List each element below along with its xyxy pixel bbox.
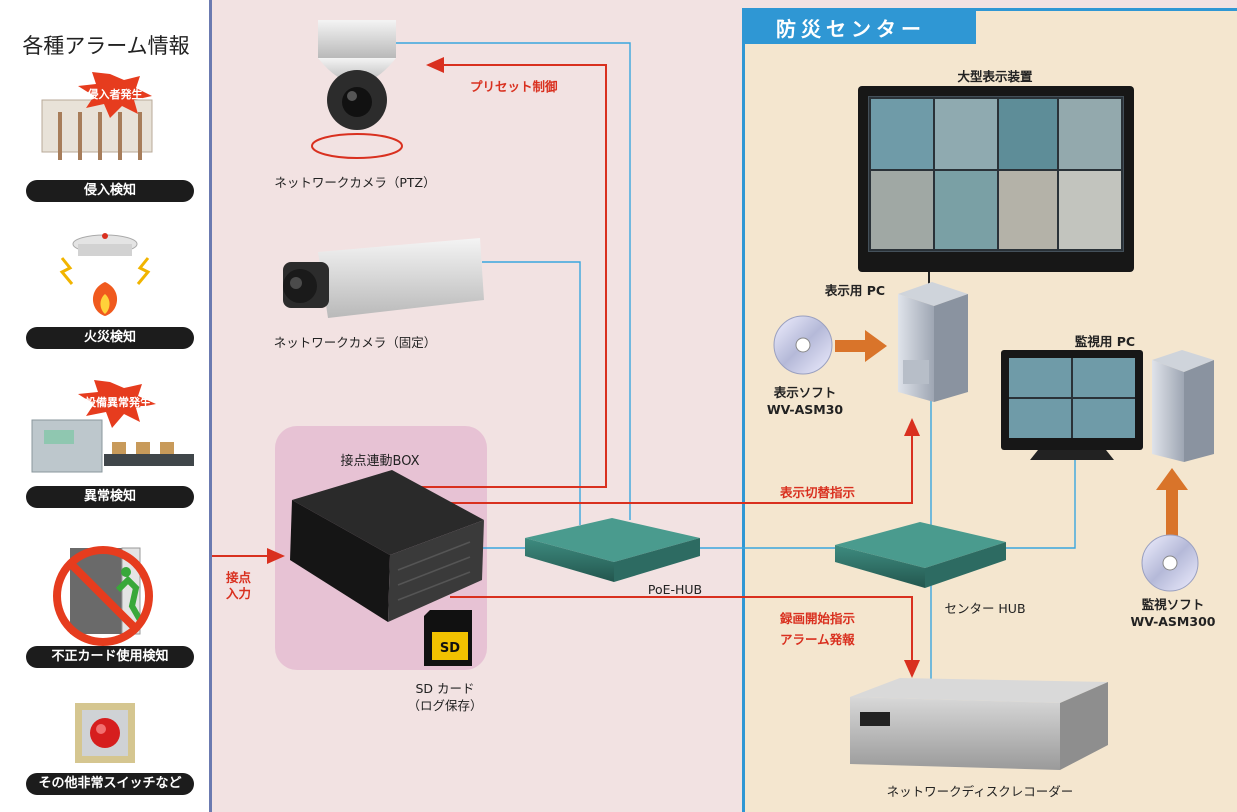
display-software-model: WV-ASM30 (766, 402, 844, 417)
display-software-label: 表示ソフト WV-ASM30 (750, 384, 860, 418)
large-display-label: 大型表示装置 (957, 69, 1033, 84)
other-emergency-switch-label: その他非常スイッチなど (26, 773, 194, 795)
poe-hub-device (525, 518, 700, 582)
intrusion-detect-label: 侵入検知 (26, 180, 194, 202)
record-start-line: 録画開始指示 (780, 611, 856, 626)
monitor-software-name: 監視ソフト (1141, 597, 1205, 612)
intrusion-illustration: 侵入者発生 (41, 72, 153, 160)
display-switch-label: 表示切替指示 (780, 485, 856, 500)
equipment-burst-text: 設備異常発生 (85, 395, 151, 409)
display-software-arrow (835, 330, 887, 362)
display-software-disc (773, 315, 833, 375)
disaster-center-title: 防災センター (776, 17, 926, 41)
sd-card-line2: （ログ保存） (407, 698, 483, 713)
sd-card-label: SD カード （ログ保存） (395, 680, 495, 714)
fixed-camera (283, 238, 484, 318)
network-lines (373, 42, 1076, 680)
record-alarm-label: 録画開始指示 アラーム発報 (780, 608, 855, 650)
illegal-card-detect-label: 不正カード使用検知 (26, 646, 194, 668)
ptz-camera (311, 20, 403, 159)
sd-card-icon: SD (424, 610, 472, 666)
recorder-label: ネットワークディスクレコーダー (886, 784, 1074, 799)
monitor-software-label: 監視ソフト WV-ASM300 (1118, 596, 1228, 630)
emergency-switch-illustration (75, 703, 135, 763)
alarm-info-title: 各種アラーム情報 (22, 34, 190, 58)
sd-logo-text: SD (440, 641, 460, 656)
contact-input-label: 接点 入力 (226, 570, 251, 602)
preset-control-label: プリセット制御 (470, 79, 558, 94)
ptz-camera-label: ネットワークカメラ（PTZ） (274, 175, 436, 190)
monitor-software-disc (1141, 534, 1199, 592)
equipment-illustration: 設備異常発生 (31, 380, 194, 473)
sd-card-line1: SD カード (415, 681, 475, 696)
monitor-software-arrow (1156, 468, 1188, 540)
monitor-pc-display (1001, 350, 1143, 460)
contact-box-device (290, 470, 484, 622)
signal-lines (212, 57, 920, 678)
center-hub-label: センター HUB (944, 601, 1026, 616)
contact-input-line2: 入力 (226, 586, 252, 601)
fire-illustration (59, 233, 151, 316)
contact-box-title: 接点連動BOX (340, 454, 420, 469)
disaster-center-tab (742, 8, 976, 44)
network-disk-recorder (850, 678, 1108, 770)
anomaly-detect-label: 異常検知 (26, 486, 194, 508)
display-pc-label: 表示用 PC (824, 283, 886, 298)
monitor-pc-tower (1152, 350, 1214, 462)
alarm-issue-line: アラーム発報 (780, 632, 855, 647)
monitor-pc-label: 監視用 PC (1074, 334, 1136, 349)
display-pc-tower (898, 282, 968, 402)
intrusion-burst-text: 侵入者発生 (87, 87, 143, 101)
display-software-name: 表示ソフト (773, 385, 837, 400)
no-entry-illustration (53, 546, 153, 646)
center-hub-device (835, 522, 1006, 588)
fire-detect-label: 火災検知 (26, 327, 194, 349)
contact-input-line1: 接点 (226, 570, 252, 585)
poe-hub-label: PoE-HUB (647, 582, 703, 597)
monitor-software-model: WV-ASM300 (1130, 614, 1216, 629)
large-display-monitor (858, 86, 1134, 290)
fixed-camera-label: ネットワークカメラ（固定） (273, 335, 437, 350)
